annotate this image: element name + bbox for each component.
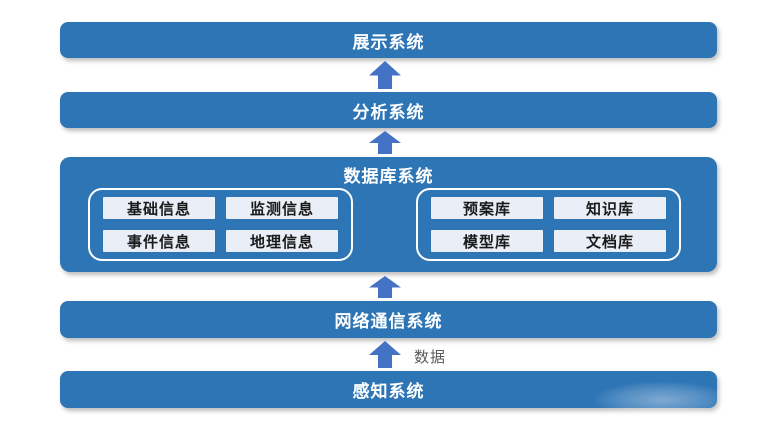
layer-block-database-system: 数据库系统 基础信息 监测信息 事件信息 地理信息 预案库 知识库 模型库 文档… <box>60 157 717 272</box>
up-arrow-icon <box>369 341 401 368</box>
geographic-info-box: 地理信息 <box>226 230 338 252</box>
perception-system-label: 感知系统 <box>352 382 425 401</box>
layer-bar-network-communication-system: 网络通信系统 <box>60 301 717 338</box>
analysis-system-label: 分析系统 <box>352 102 425 122</box>
up-arrow-icon <box>369 61 401 89</box>
layer-bar-display-system: 展示系统 <box>60 22 717 58</box>
layer-bar-analysis-system: 分析系统 <box>60 92 717 128</box>
up-arrow-icon <box>369 131 401 154</box>
info-group-frame: 基础信息 监测信息 事件信息 地理信息 <box>88 188 353 261</box>
display-system-label: 展示系统 <box>352 32 425 52</box>
up-arrow-icon <box>369 276 401 298</box>
document-library-box: 文档库 <box>554 230 666 252</box>
event-info-box: 事件信息 <box>103 230 215 252</box>
layer-bar-perception-system: 感知系统 <box>60 371 717 408</box>
knowledge-library-box: 知识库 <box>554 197 666 219</box>
library-group-frame: 预案库 知识库 模型库 文档库 <box>416 188 681 261</box>
plan-library-box: 预案库 <box>431 197 543 219</box>
basic-info-box: 基础信息 <box>103 197 215 219</box>
monitoring-info-box: 监测信息 <box>226 197 338 219</box>
network-communication-system-label: 网络通信系统 <box>334 312 443 331</box>
database-system-label: 数据库系统 <box>343 167 434 186</box>
model-library-box: 模型库 <box>431 230 543 252</box>
data-flow-label: 数据 <box>414 349 447 366</box>
